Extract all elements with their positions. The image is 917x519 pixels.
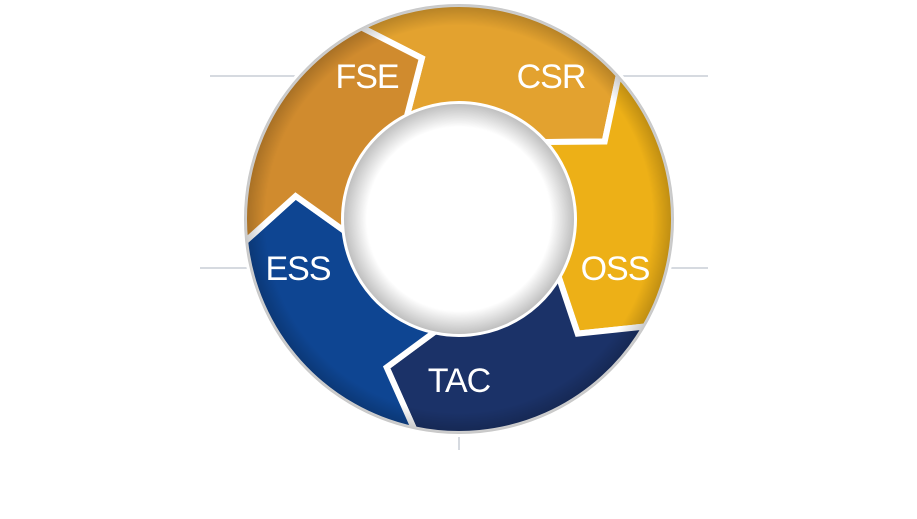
- segment-label-fse: FSE: [335, 58, 398, 96]
- segment-label-csr: CSR: [517, 58, 586, 96]
- segment-label-tac: TAC: [428, 362, 491, 400]
- segment-label-oss: OSS: [581, 250, 650, 288]
- center-hole-shade: [344, 104, 574, 334]
- segment-label-ess: ESS: [265, 250, 330, 288]
